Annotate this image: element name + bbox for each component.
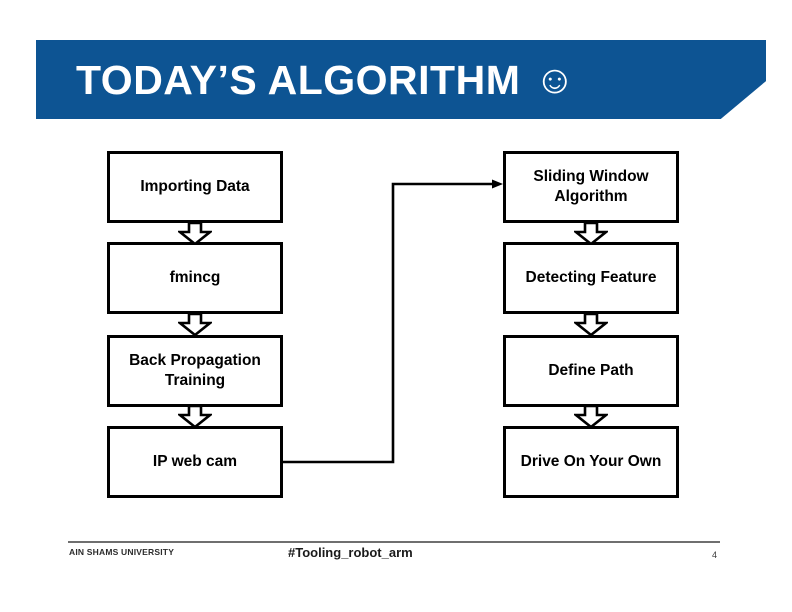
footer-organization: AIN SHAMS UNIVERSITY — [69, 547, 175, 557]
flow-node-label: fmincg — [169, 269, 221, 287]
page-title: TODAY’S ALGORITHM ☺ — [76, 48, 696, 112]
flow-node-drive-on-your-own[interactable]: Drive On Your Own — [503, 426, 679, 498]
title-banner — [36, 40, 766, 119]
down-arrow-icon — [574, 223, 608, 245]
page-title-label: TODAY’S ALGORITHM — [76, 56, 521, 103]
flow-node-sliding-window-algorithm[interactable]: Sliding Window Algorithm — [503, 151, 679, 223]
smiley-face-icon: ☺ — [534, 58, 576, 102]
down-arrow-icon — [178, 406, 212, 428]
flow-node-label: Drive On Your Own — [520, 453, 662, 471]
arrowhead-icon — [492, 179, 503, 189]
page-number: 4 — [712, 550, 718, 560]
down-arrow-icon — [178, 223, 212, 245]
flow-node-label: Importing Data — [140, 178, 250, 196]
flow-node-label: Back Propagation Training — [129, 352, 261, 389]
footer-tag: #Tooling_robot_arm — [288, 545, 413, 560]
down-arrow-icon — [178, 314, 212, 336]
flow-node-label: Detecting Feature — [525, 269, 657, 287]
down-arrow-icon — [574, 406, 608, 428]
flow-node-label: Sliding Window Algorithm — [533, 168, 649, 205]
flow-node-ip-web-cam[interactable]: IP web cam — [107, 426, 283, 498]
flow-node-label: IP web cam — [152, 453, 238, 471]
down-arrow-icon — [574, 314, 608, 336]
flow-node-detecting-feature[interactable]: Detecting Feature — [503, 242, 679, 314]
footer-divider — [68, 541, 720, 543]
flow-node-importing-data[interactable]: Importing Data — [107, 151, 283, 223]
flow-node-label: Define Path — [548, 362, 634, 380]
